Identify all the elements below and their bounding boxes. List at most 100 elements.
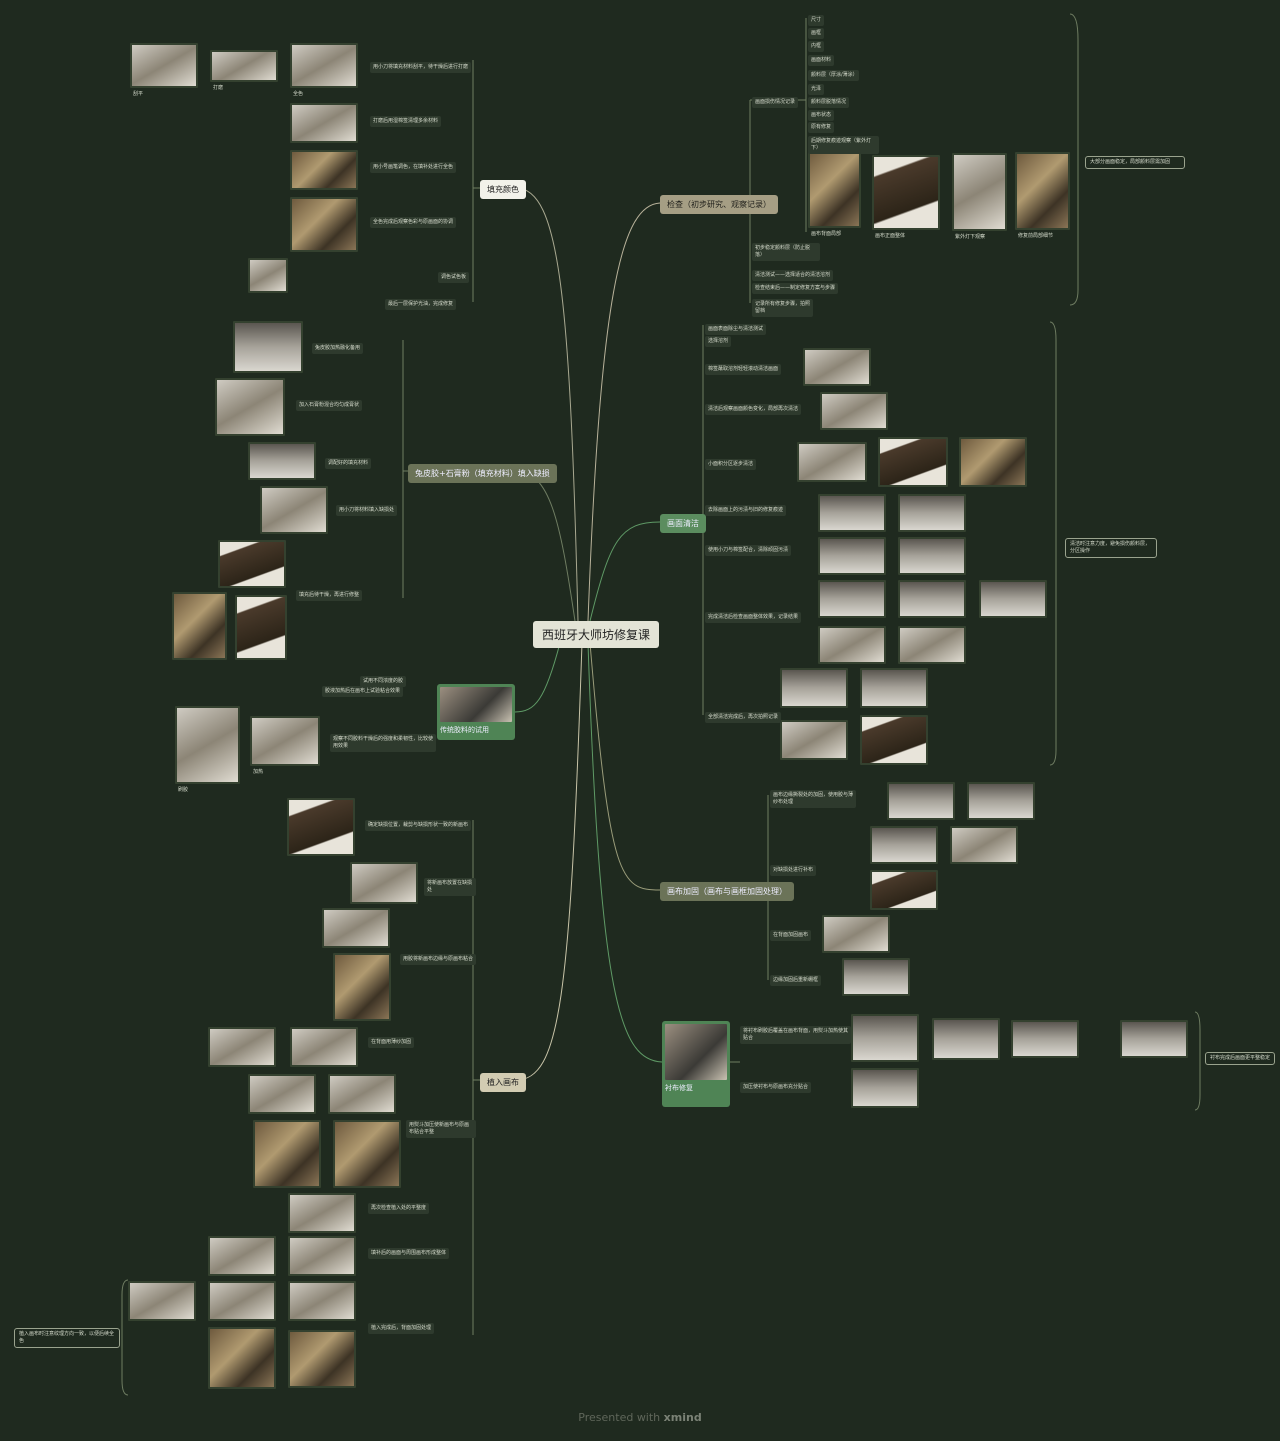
inspect-summary-note[interactable]: 大部分画面稳定，局部颜料层需加固 — [1085, 156, 1185, 169]
photo-thumbnail[interactable] — [952, 153, 1007, 231]
branch-lining[interactable]: 衬布修复 — [662, 1021, 730, 1107]
photo-thumbnail[interactable] — [175, 706, 240, 784]
photo-thumbnail[interactable] — [932, 1018, 1000, 1060]
topic-node[interactable]: 最后一层保护光油，完成修复 — [385, 299, 457, 310]
topic-node[interactable]: 填充后待干燥，再进行修整 — [296, 590, 363, 601]
topic-node[interactable]: 后期修复痕迹观察（紫外灯下） — [808, 136, 879, 154]
central-topic[interactable]: 西班牙大师坊修复课 — [533, 621, 660, 648]
topic-node[interactable]: 光泽 — [808, 84, 825, 95]
photo-thumbnail[interactable] — [818, 537, 886, 575]
photo-thumbnail[interactable] — [780, 720, 848, 760]
topic-node[interactable]: 观察不同胶料干燥后的强度和柔韧性，比较使用效果 — [330, 734, 436, 752]
topic-node[interactable]: 清洁后观察画面颜色变化，局部再次清洁 — [705, 404, 802, 415]
photo-thumbnail[interactable] — [253, 1120, 321, 1188]
photo-thumbnail[interactable] — [967, 782, 1035, 820]
photo-thumbnail[interactable] — [290, 1027, 358, 1067]
topic-node[interactable]: 画布状态 — [808, 110, 835, 121]
photo-thumbnail[interactable] — [290, 150, 358, 190]
topic-node[interactable]: 兔皮胶加热融化备用 — [312, 343, 364, 354]
photo-thumbnail[interactable] — [290, 43, 358, 88]
photo-thumbnail[interactable] — [288, 1281, 356, 1321]
photo-thumbnail[interactable] — [842, 958, 910, 996]
photo-thumbnail[interactable] — [287, 798, 355, 856]
photo-thumbnail[interactable] — [979, 580, 1047, 618]
topic-node[interactable]: 调配好的填充材料 — [325, 458, 372, 469]
topic-node[interactable]: 全部清洁完成后，再次拍照记录 — [705, 712, 781, 723]
photo-thumbnail[interactable] — [322, 908, 390, 948]
branch-glue-trial[interactable]: 传统胶料的试用 — [437, 684, 515, 740]
photo-thumbnail[interactable] — [878, 437, 948, 487]
photo-thumbnail[interactable] — [288, 1193, 356, 1233]
photo-thumbnail[interactable] — [333, 953, 391, 1021]
photo-thumbnail[interactable] — [950, 826, 1018, 864]
topic-node[interactable]: 颜料层脱落情况 — [808, 97, 850, 108]
photo-thumbnail[interactable] — [1120, 1020, 1188, 1058]
photo-thumbnail[interactable] — [860, 668, 928, 708]
photo-thumbnail[interactable] — [780, 668, 848, 708]
topic-node[interactable]: 画面损伤情况记录 — [752, 97, 799, 108]
photo-thumbnail[interactable] — [288, 1236, 356, 1276]
photo-thumbnail[interactable] — [172, 592, 227, 660]
xmind-logo[interactable]: xmind — [663, 1411, 702, 1424]
photo-thumbnail[interactable] — [870, 870, 938, 910]
photo-thumbnail[interactable] — [248, 442, 316, 480]
photo-thumbnail[interactable] — [333, 1120, 401, 1188]
topic-node[interactable]: 将衬布刷胶后覆盖在画布背面，用熨斗加热使其贴合 — [740, 1026, 851, 1044]
photo-thumbnail[interactable] — [290, 103, 358, 143]
topic-node[interactable]: 用小刀将填充材料刮平，待干燥后进行打磨 — [370, 62, 472, 73]
topic-node[interactable]: 打磨后用湿棉签清理多余材料 — [370, 116, 442, 127]
topic-node[interactable]: 棉签蘸取溶剂轻轻滚动清洁画面 — [705, 364, 782, 375]
photo-thumbnail[interactable] — [130, 43, 198, 88]
topic-node[interactable]: 记录所有修复步骤，拍照留档 — [752, 299, 813, 317]
topic-node[interactable]: 在背面加固画布 — [770, 930, 812, 941]
branch-fill-color[interactable]: 填充颜色 — [480, 180, 526, 199]
topic-node[interactable]: 调色试色板 — [438, 272, 470, 283]
branch-inspect[interactable]: 检查（初步研究、观察记录） — [660, 195, 778, 214]
photo-thumbnail[interactable] — [290, 197, 358, 252]
topic-node[interactable]: 画布边缘撕裂处的加固，使用胶与薄纱布处理 — [770, 790, 856, 808]
photo-thumbnail[interactable] — [820, 392, 888, 430]
photo-thumbnail[interactable] — [350, 862, 418, 904]
photo-thumbnail[interactable] — [959, 437, 1027, 487]
topic-node[interactable]: 完成清洁后检查画面整体效果，记录结果 — [705, 612, 802, 623]
photo-thumbnail[interactable] — [248, 258, 288, 293]
topic-node[interactable]: 用胶将新画布边缘与原画布粘合 — [400, 954, 476, 965]
photo-thumbnail[interactable] — [887, 782, 955, 820]
topic-node[interactable]: 使用小刀与棉签配合，清除顽固污渍 — [705, 545, 792, 556]
topic-node[interactable]: 确定缺损位置，裁剪与缺损形状一致的新画布 — [365, 820, 471, 831]
photo-thumbnail[interactable] — [870, 826, 938, 864]
topic-node[interactable]: 检查结束后——制定修复方案与步骤 — [752, 283, 839, 294]
photo-thumbnail[interactable] — [288, 1330, 356, 1388]
photo-thumbnail[interactable] — [218, 540, 286, 588]
photo-thumbnail[interactable] — [128, 1281, 196, 1321]
photo-thumbnail[interactable] — [803, 348, 871, 386]
clean-summary-note[interactable]: 清洁时注意力度，避免损伤颜料层，分区操作 — [1065, 538, 1157, 558]
branch-reinforce[interactable]: 画布加固（画布与画框加固处理） — [660, 882, 794, 901]
photo-thumbnail[interactable] — [233, 321, 303, 373]
photo-thumbnail[interactable] — [872, 155, 940, 230]
photo-thumbnail[interactable] — [215, 378, 285, 436]
photo-thumbnail[interactable] — [808, 150, 861, 228]
topic-node[interactable]: 加压使衬布与原画布充分贴合 — [740, 1082, 812, 1093]
photo-thumbnail[interactable] — [1015, 152, 1070, 230]
photo-thumbnail[interactable] — [208, 1027, 276, 1067]
topic-node[interactable]: 尺寸 — [808, 15, 825, 26]
photo-thumbnail[interactable] — [248, 1074, 316, 1114]
topic-node[interactable]: 填补后的画面与周围画布形成整体 — [368, 1248, 450, 1259]
photo-thumbnail[interactable] — [328, 1074, 396, 1114]
topic-node[interactable]: 胶液加热后在画布上试验粘合效果 — [322, 686, 404, 697]
photo-thumbnail[interactable] — [898, 626, 966, 664]
topic-node[interactable]: 将新画布放置在缺损处 — [424, 878, 476, 896]
photo-thumbnail[interactable] — [250, 716, 320, 766]
topic-node[interactable]: 初步稳定颜料层（防止脱落） — [752, 243, 820, 261]
topic-node[interactable]: 清洁测试——选择适合的清洁溶剂 — [752, 270, 834, 281]
topic-node[interactable]: 加入石膏粉混合均匀成膏状 — [296, 400, 363, 411]
photo-thumbnail[interactable] — [797, 442, 867, 482]
photo-thumbnail[interactable] — [818, 580, 886, 618]
topic-node[interactable]: 画面材料 — [808, 55, 835, 66]
photo-thumbnail[interactable] — [822, 915, 890, 953]
photo-thumbnail[interactable] — [210, 50, 278, 82]
photo-thumbnail[interactable] — [1011, 1020, 1079, 1058]
topic-node[interactable]: 颜料层（厚涂/薄涂） — [808, 70, 859, 81]
photo-thumbnail[interactable] — [860, 715, 928, 765]
